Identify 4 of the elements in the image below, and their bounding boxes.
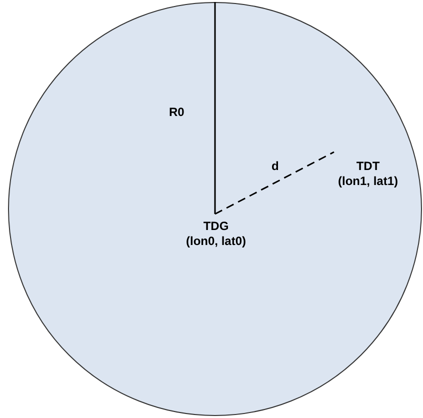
dashed-line [214, 151, 334, 215]
point-label: TDG (lon0, lat0) [171, 219, 261, 251]
point-label: TDT (lon1, lat1) [323, 159, 413, 191]
radius-label: R0 [169, 105, 184, 119]
